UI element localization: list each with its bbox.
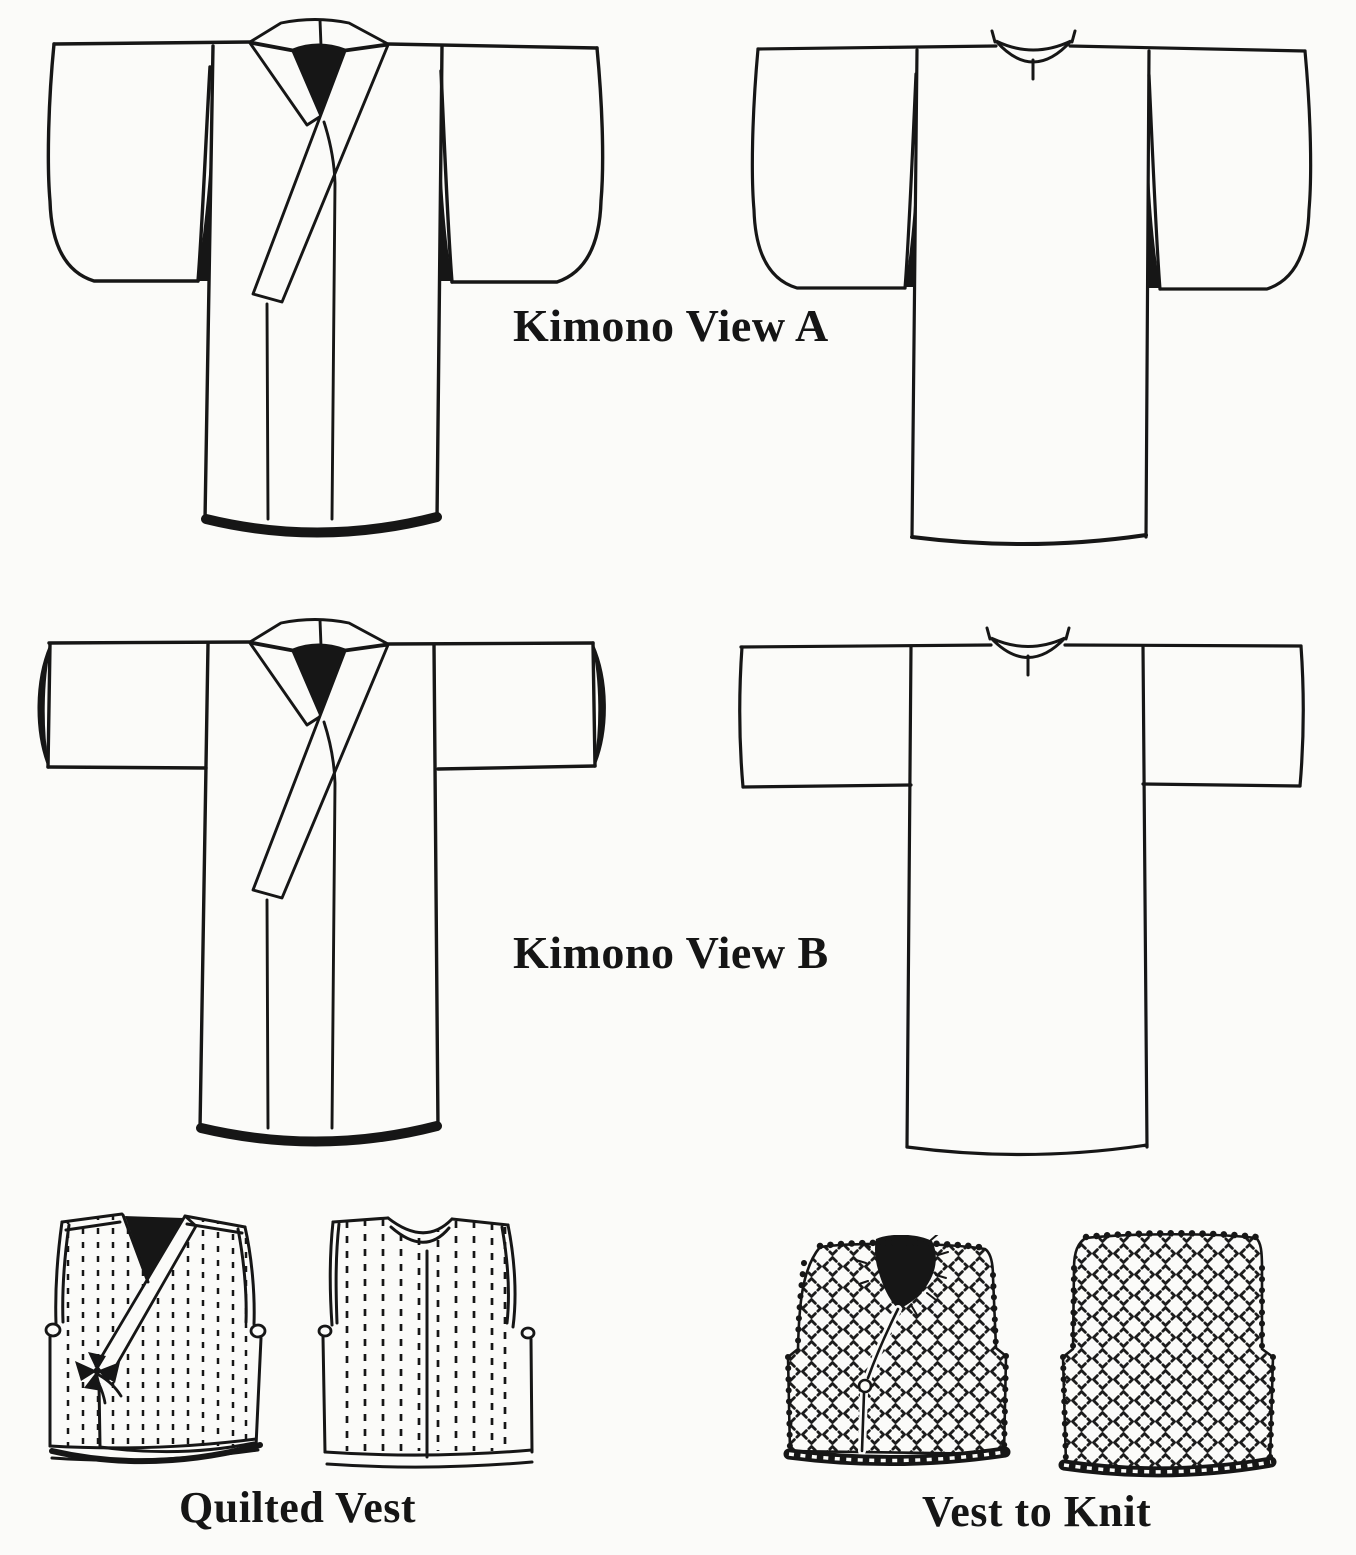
quilted-vest-back-illustration	[317, 1216, 536, 1469]
kimono-view-b-back-illustration	[738, 626, 1305, 1157]
vest-to-knit-back-illustration	[1058, 1230, 1277, 1478]
vest-to-knit-label: Vest to Knit	[922, 1487, 1152, 1536]
kimono-view-a-back-illustration	[750, 29, 1313, 546]
kimono-view-b-front-illustration	[37, 618, 606, 1147]
vest-button	[857, 1378, 873, 1394]
quilted-vest-front-illustration	[44, 1212, 267, 1465]
quilted-vest-label: Quilted Vest	[179, 1483, 417, 1532]
kimono-view-b-label: Kimono View B	[513, 927, 829, 978]
vest-tie-bow	[75, 1352, 120, 1391]
kimono-view-a-front-illustration	[46, 18, 605, 538]
vest-to-knit-front-illustration	[783, 1235, 1011, 1467]
kimono-view-a-label: Kimono View A	[513, 300, 829, 351]
